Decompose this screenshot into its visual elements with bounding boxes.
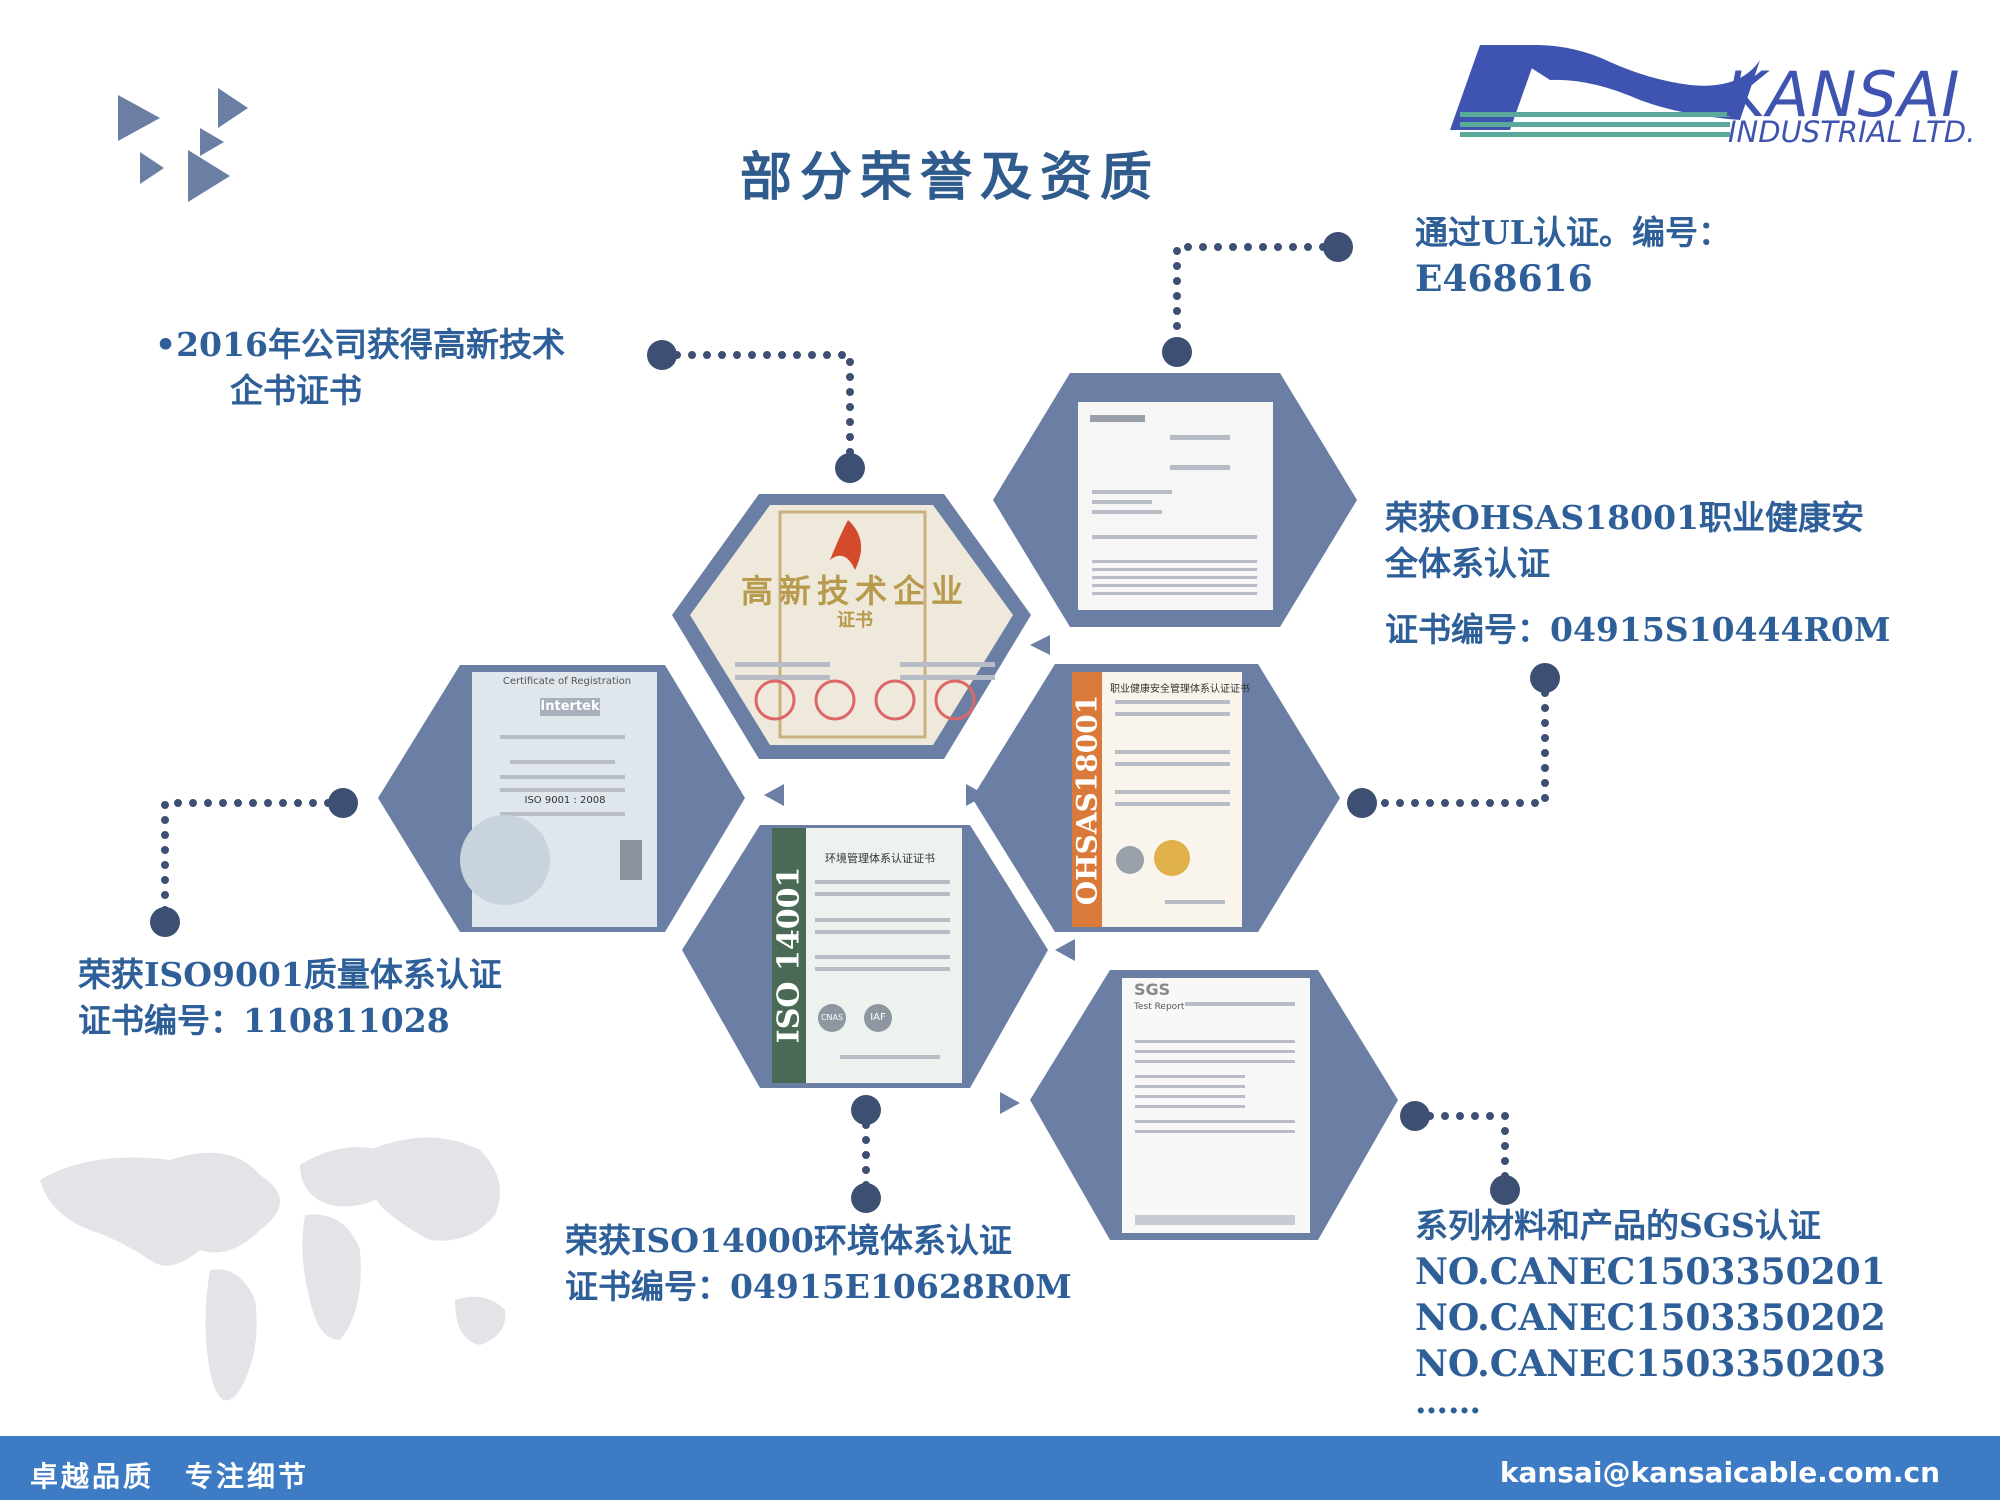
cert-iso14001-image: [772, 828, 962, 1083]
caption-sgs-line2: NO.CANEC1503350201: [1415, 1251, 1886, 1293]
cert-iso14001-heading: 环境管理体系认证证书: [825, 852, 935, 865]
cert-iso9001-image: [460, 672, 657, 927]
caption-hitech-line2: 企书证书: [230, 371, 362, 410]
cert-hitech-image: [690, 505, 1013, 745]
cert-sgs-image: [1122, 978, 1310, 1233]
caption-ohsas-line3: 证书编号：04915S10444R0M: [1385, 610, 1891, 649]
caption-iso9001-line2: 证书编号：110811028: [78, 1001, 450, 1040]
arrow-right-icon: [966, 784, 986, 806]
arrow-markers: [764, 635, 1075, 1114]
cert-iso14001-mark2: IAF: [870, 1012, 886, 1023]
caption-iso14000-line2: 证书编号：04915E10628R0M: [565, 1267, 1072, 1306]
connector-nodes: [150, 232, 1560, 1213]
arrow-right-icon: [1000, 1092, 1020, 1114]
footer-slogan: 卓越品质 专注细节: [30, 1460, 310, 1493]
caption-ohsas: 荣获OHSAS18001职业健康安 全体系认证 证书编号：04915S10444…: [1385, 495, 1890, 653]
cert-ohsas-vertical: OHSAS18001: [1070, 694, 1104, 906]
cert-hitech-heading: 高新技术企业: [740, 572, 969, 610]
footer-email[interactable]: kansai@kansaicable.com.cn: [1499, 1456, 1940, 1489]
cert-intertek-brand: Intertek: [540, 699, 600, 714]
connector-sgs: [1411, 1112, 1509, 1194]
caption-ul-line1: 通过UL认证。编号：: [1415, 213, 1731, 252]
caption-ohsas-line2: 全体系认证: [1385, 544, 1550, 583]
cert-intertek-standard: ISO 9001 : 2008: [524, 795, 606, 806]
caption-sgs-line5: ……: [1415, 1382, 1481, 1421]
arrow-left-icon: [1030, 635, 1050, 655]
caption-hitech-line1: •2016年公司获得高新技术: [155, 325, 565, 364]
caption-ohsas-line1: 荣获OHSAS18001职业健康安: [1385, 498, 1864, 537]
cert-ohsas-heading: 职业健康安全管理体系认证证书: [1110, 684, 1250, 695]
page-title: 部分荣誉及资质: [739, 148, 1160, 208]
kansai-logo-icon: [1450, 45, 1760, 137]
caption-iso14000: 荣获ISO14000环境体系认证 证书编号：04915E10628R0M: [565, 1218, 1072, 1310]
cert-intertek-header: Certificate of Registration: [502, 676, 632, 687]
connector-ul: [1173, 243, 1342, 356]
cert-iso14001-vertical: ISO 14001: [771, 866, 807, 1044]
arrow-left-icon: [764, 784, 784, 806]
cert-sgs-brand: SGS: [1134, 980, 1171, 999]
logo-subtitle: INDUSTRIAL LTD.: [1728, 115, 1976, 149]
caption-sgs-line4: NO.CANEC1503350203: [1415, 1343, 1886, 1385]
cert-iso14001-mark1: CNAS: [820, 1013, 844, 1022]
caption-sgs-line3: NO.CANEC1503350202: [1415, 1297, 1886, 1339]
cert-sgs-header: Test Report: [1134, 1002, 1185, 1012]
connector-hitech: [658, 351, 854, 472]
connector-iso9001: [161, 799, 347, 926]
caption-iso9001: 荣获ISO9001质量体系认证 证书编号：110811028: [78, 952, 502, 1044]
caption-iso9001-line1: 荣获ISO9001质量体系认证: [78, 955, 502, 994]
cert-ul-image: [1078, 402, 1273, 610]
cert-hitech-sub: 证书: [837, 610, 873, 631]
caption-hitech: •2016年公司获得高新技术 企书证书: [155, 322, 565, 414]
arrow-left-icon: [1055, 939, 1075, 961]
cert-ohsas-image: [1072, 672, 1242, 927]
logo-wordmark: KANSAI: [1725, 58, 1961, 131]
caption-iso14000-line1: 荣获ISO14000环境体系认证: [565, 1221, 1012, 1260]
caption-sgs: 系列材料和产品的SGS认证 NO.CANEC1503350201 NO.CANE…: [1415, 1203, 1886, 1421]
connector-ohsas: [1358, 674, 1549, 807]
world-map-decoration: [40, 1137, 506, 1401]
caption-ul-line2: E468616: [1415, 258, 1593, 300]
caption-sgs-line1: 系列材料和产品的SGS认证: [1415, 1206, 1821, 1245]
caption-ul: 通过UL认证。编号： E468616: [1415, 210, 1731, 302]
footer-bar: [0, 1436, 2000, 1500]
triangle-logo-icon: [118, 88, 248, 202]
